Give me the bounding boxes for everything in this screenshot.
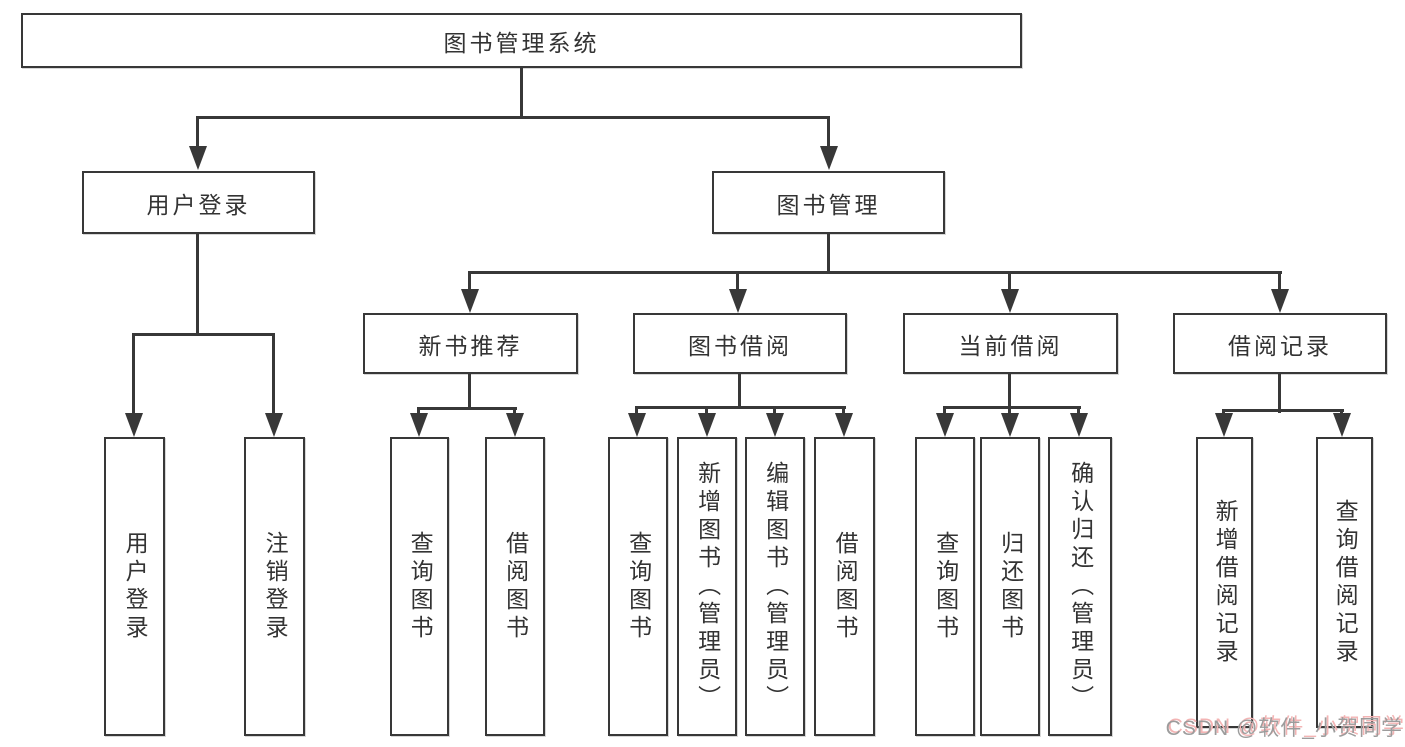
leaf-borrow-add-books-admin: 新增图书（管理员） xyxy=(677,437,737,736)
connector-line xyxy=(943,406,1081,409)
connector-line xyxy=(635,406,846,409)
connector-line xyxy=(1008,271,1011,291)
connector-line xyxy=(417,407,420,417)
connector-line xyxy=(736,271,739,291)
connector-arrowhead xyxy=(835,413,853,437)
leaf-newbook-borrow-books: 借阅图书 xyxy=(485,437,545,736)
connector-line xyxy=(197,116,830,119)
connector-arrowhead xyxy=(461,289,479,313)
connector-arrowhead xyxy=(1001,289,1019,313)
connector-line xyxy=(468,271,471,291)
connector-line xyxy=(738,372,741,409)
connector-line xyxy=(705,406,708,416)
node-borrow-records: 借阅记录 xyxy=(1173,313,1387,374)
connector-arrowhead xyxy=(729,289,747,313)
connector-arrowhead xyxy=(1070,413,1088,437)
leaf-current-confirm-return-admin: 确认归还（管理员） xyxy=(1048,437,1112,736)
leaf-logout: 注销登录 xyxy=(244,437,305,736)
leaf-current-return-books: 归还图书 xyxy=(980,437,1040,736)
leaf-borrow-borrow-books: 借阅图书 xyxy=(814,437,875,736)
connector-line xyxy=(635,406,638,416)
connector-arrowhead xyxy=(1333,413,1351,437)
connector-line xyxy=(513,407,516,417)
connector-arrowhead xyxy=(1271,289,1289,313)
connector-line xyxy=(468,372,471,410)
node-user-login: 用户登录 xyxy=(82,171,315,234)
connector-line xyxy=(1008,372,1011,409)
leaf-borrow-edit-books-admin: 编辑图书（管理员） xyxy=(745,437,805,736)
connector-line xyxy=(773,406,776,416)
leaf-borrow-query-books: 查询图书 xyxy=(608,437,668,736)
connector-line xyxy=(827,232,830,274)
connector-line xyxy=(1222,409,1225,416)
connector-arrowhead xyxy=(820,146,838,170)
connector-line xyxy=(827,116,830,148)
connector-line xyxy=(132,333,275,336)
connector-arrowhead xyxy=(1001,413,1019,437)
connector-line xyxy=(468,271,1282,274)
connector-arrowhead xyxy=(698,413,716,437)
connector-line xyxy=(417,407,517,410)
node-current-borrow: 当前借阅 xyxy=(903,313,1118,374)
connector-arrowhead xyxy=(189,146,207,170)
connector-arrowhead xyxy=(506,413,524,437)
connector-line xyxy=(132,333,135,415)
connector-line xyxy=(196,116,199,148)
connector-line xyxy=(1340,409,1343,416)
leaf-user-login: 用户登录 xyxy=(104,437,165,736)
connector-arrowhead xyxy=(265,413,283,437)
connector-arrowhead xyxy=(1215,413,1233,437)
node-root: 图书管理系统 xyxy=(21,13,1022,68)
leaf-newbook-query-books: 查询图书 xyxy=(390,437,449,736)
connector-arrowhead xyxy=(125,413,143,437)
leaf-current-query-books: 查询图书 xyxy=(915,437,975,736)
connector-line xyxy=(1008,406,1011,416)
connector-line xyxy=(943,406,946,416)
node-new-book-recommend: 新书推荐 xyxy=(363,313,578,374)
csdn-watermark: CSDN @软件_小贺同学 xyxy=(1165,717,1403,740)
connector-line xyxy=(272,333,275,415)
connector-line xyxy=(842,406,845,416)
node-book-management: 图书管理 xyxy=(712,171,945,234)
connector-arrowhead xyxy=(410,413,428,437)
leaf-records-add-record: 新增借阅记录 xyxy=(1196,437,1253,728)
connector-line xyxy=(1222,409,1344,412)
connector-line xyxy=(1077,406,1080,416)
connector-line xyxy=(1278,271,1281,291)
connector-line xyxy=(196,232,199,336)
node-book-borrow: 图书借阅 xyxy=(633,313,847,374)
connector-arrowhead xyxy=(766,413,784,437)
connector-line xyxy=(520,66,523,119)
leaf-records-query-record: 查询借阅记录 xyxy=(1316,437,1373,728)
connector-arrowhead xyxy=(628,413,646,437)
connector-line xyxy=(1278,372,1281,413)
connector-arrowhead xyxy=(936,413,954,437)
